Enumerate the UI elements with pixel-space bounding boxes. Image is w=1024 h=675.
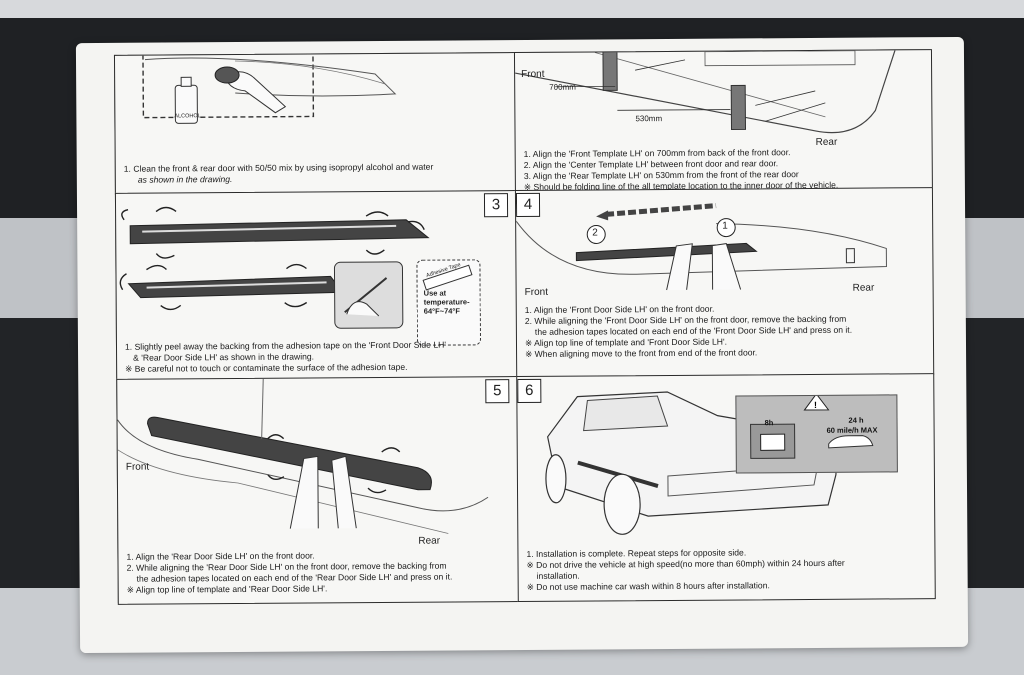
tape-note-line: 64°F~74°F <box>423 306 461 316</box>
warning-triangle-icon: ! <box>750 395 874 459</box>
backing-peel-illustration <box>119 206 430 329</box>
tape-temperature-note: Adhesive Tape Use at temperature- 64°F~7… <box>416 259 482 346</box>
instruction-sheet: ALCOHOL 1. Clean the front & rear door w… <box>75 36 969 654</box>
background-band-top <box>0 0 1024 18</box>
circle-step-1: 1 <box>722 220 728 232</box>
no-wash-hours: 8h <box>764 418 774 428</box>
bottle-label: ALCOHOL <box>174 113 201 120</box>
step1-panel: ALCOHOL 1. Clean the front & rear door w… <box>113 52 517 195</box>
distance-700mm-label: 700mm <box>549 82 576 92</box>
tape-note-line: temperature- <box>423 297 470 307</box>
front-door-side-illustration <box>515 203 887 291</box>
step5-caption: 1. Align the 'Rear Door Side LH' on the … <box>126 549 512 596</box>
no-speed-hours: 24 h <box>848 415 864 425</box>
template-alignment-illustration <box>514 50 896 134</box>
door-cleaning-illustration <box>142 53 397 124</box>
instruction-grid: ALCOHOL 1. Clean the front & rear door w… <box>113 49 936 605</box>
rear-label: Rear <box>418 535 441 547</box>
adhesive-tape-icon <box>422 264 473 291</box>
rear-label: Rear <box>852 282 875 294</box>
speed-limit: 60 mile/h MAX <box>826 425 878 435</box>
tape-note-text: Use at temperature- 64°F~74°F <box>423 288 470 316</box>
tape-note-line: Use at <box>423 288 447 298</box>
step2-caption: 1. Align the 'Front Template LH' on 700m… <box>524 146 926 192</box>
rear-door-side-illustration <box>117 378 489 534</box>
step3-caption: 1. Slightly peel away the backing from t… <box>125 339 511 375</box>
front-label: Front <box>125 461 150 473</box>
front-label: Front <box>521 68 545 80</box>
step6-panel: 6 ! 8h 24 h 60 mile/h MAX <box>516 373 936 603</box>
warning-panel: ! 8h 24 h 60 mile/h MAX <box>735 394 898 474</box>
step5-panel: 5 Front Rear 1. Align the 'Rear Door Sid… <box>116 376 520 605</box>
step3-panel: 3 <box>114 190 519 381</box>
circle-step-2: 2 <box>592 227 598 239</box>
step4-caption: 1. Align the 'Front Door Side LH' on the… <box>525 302 927 360</box>
completed-car-illustration <box>545 391 837 535</box>
step2-panel: Front 700mm 530mm Rear 1. Align the 'Fro… <box>513 49 933 193</box>
step1-caption: 1. Clean the front & rear door with 50/5… <box>124 161 510 186</box>
step4-panel: 4 2 1 Front Rear 1. Align the 'Front Doo… <box>514 187 935 379</box>
step6-caption: 1. Installation is complete. Repeat step… <box>526 546 928 593</box>
svg-text:!: ! <box>814 400 817 410</box>
front-label: Front <box>524 286 549 298</box>
distance-530mm-label: 530mm <box>635 114 663 124</box>
